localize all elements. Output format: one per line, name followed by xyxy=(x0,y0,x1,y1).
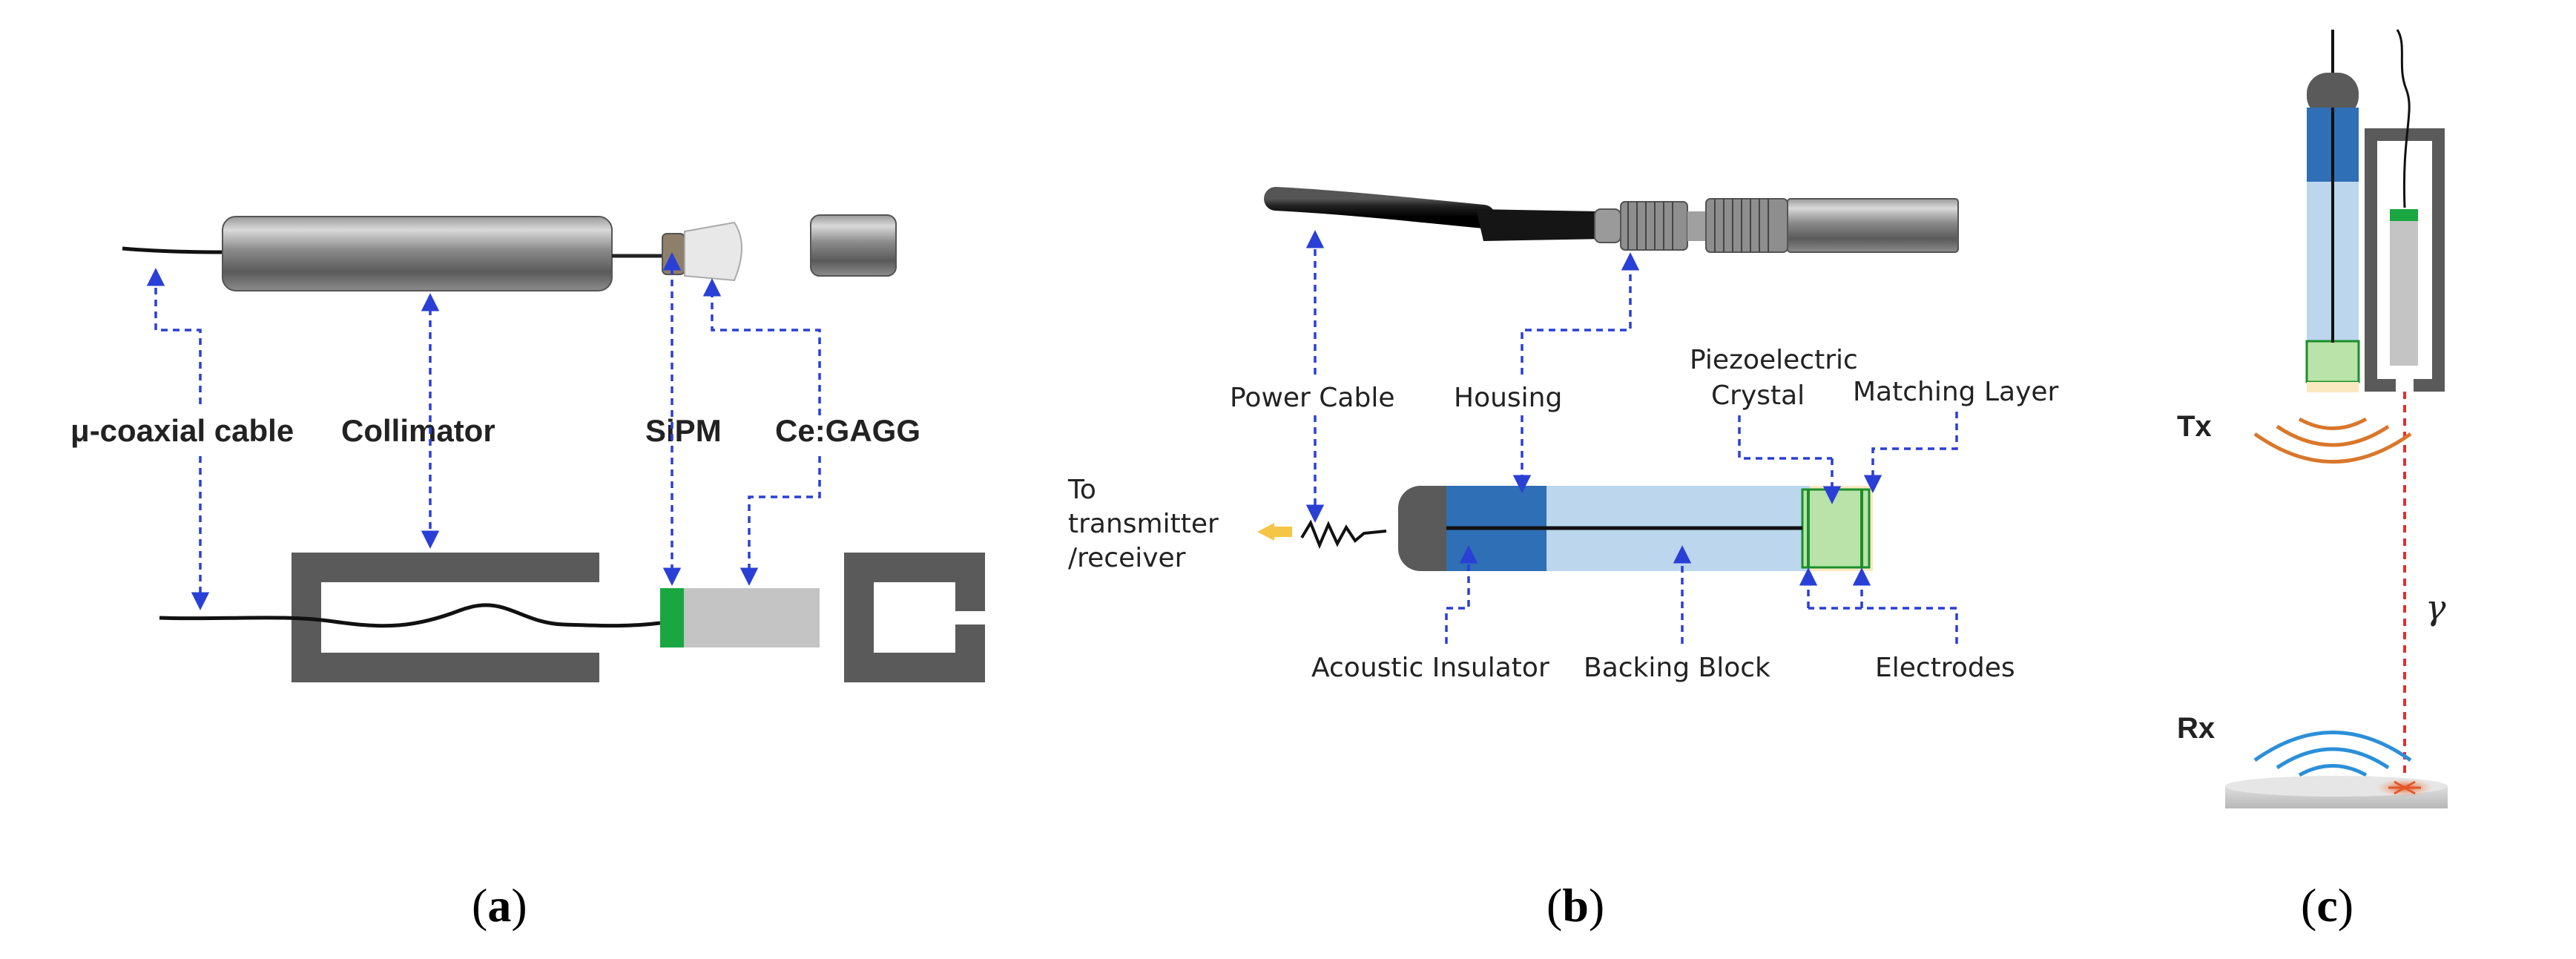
cable-label: μ-coaxial cable xyxy=(70,413,294,448)
sipm-block xyxy=(660,588,684,647)
probe-photo-a xyxy=(122,214,897,291)
rx-label: Rx xyxy=(2177,712,2215,745)
tx-waves xyxy=(2253,417,2412,464)
piezo-label-1: Piezoelectric xyxy=(1690,345,1858,375)
panel-b: Power Cable Housing Piezoelectric Crysta… xyxy=(1067,187,2059,932)
piezo-label-2: Crystal xyxy=(1711,380,1805,411)
panel-a-arrows xyxy=(146,252,821,610)
matching-layer-label: Matching Layer xyxy=(1853,377,2059,407)
caption-c: (c) xyxy=(2301,879,2353,932)
tx-transducer xyxy=(2305,30,2360,392)
acoustic-insulator-label: Acoustic Insulator xyxy=(1311,653,1549,683)
target-plate xyxy=(2225,776,2448,808)
gamma-probe xyxy=(2365,29,2445,392)
rx-waves xyxy=(2253,731,2412,777)
to-label-2: transmitter xyxy=(1068,509,1219,539)
panel-a: μ-coaxial cable Collimator SiPM Ce:GAGG … xyxy=(70,214,985,932)
power-cable-label: Power Cable xyxy=(1230,383,1395,413)
panel-b-arrows xyxy=(1305,230,1958,644)
sipm-label: SiPM xyxy=(645,413,722,448)
caption-b: (b) xyxy=(1546,879,1604,932)
panel-c: γ Tx Rx (c) xyxy=(2177,29,2448,932)
coaxial-cable-line xyxy=(159,603,661,628)
scintillator-block xyxy=(684,588,820,647)
collimator-label: Collimator xyxy=(341,413,495,448)
output-arrow xyxy=(1257,523,1274,541)
transducer-schematic xyxy=(1257,486,1873,571)
transducer-photo xyxy=(1264,187,1959,253)
tx-label: Tx xyxy=(2177,410,2212,443)
to-label-1: To xyxy=(1067,475,1096,505)
housing-label: Housing xyxy=(1454,383,1562,413)
to-label-3: /receiver xyxy=(1068,543,1186,573)
electrodes-label: Electrodes xyxy=(1875,653,2015,683)
collimator-schematic xyxy=(159,553,985,682)
caption-a: (a) xyxy=(472,879,527,932)
backing-block-label: Backing Block xyxy=(1584,653,1770,683)
gamma-label: γ xyxy=(2425,587,2446,627)
scintillator-label: Ce:GAGG xyxy=(775,413,920,448)
